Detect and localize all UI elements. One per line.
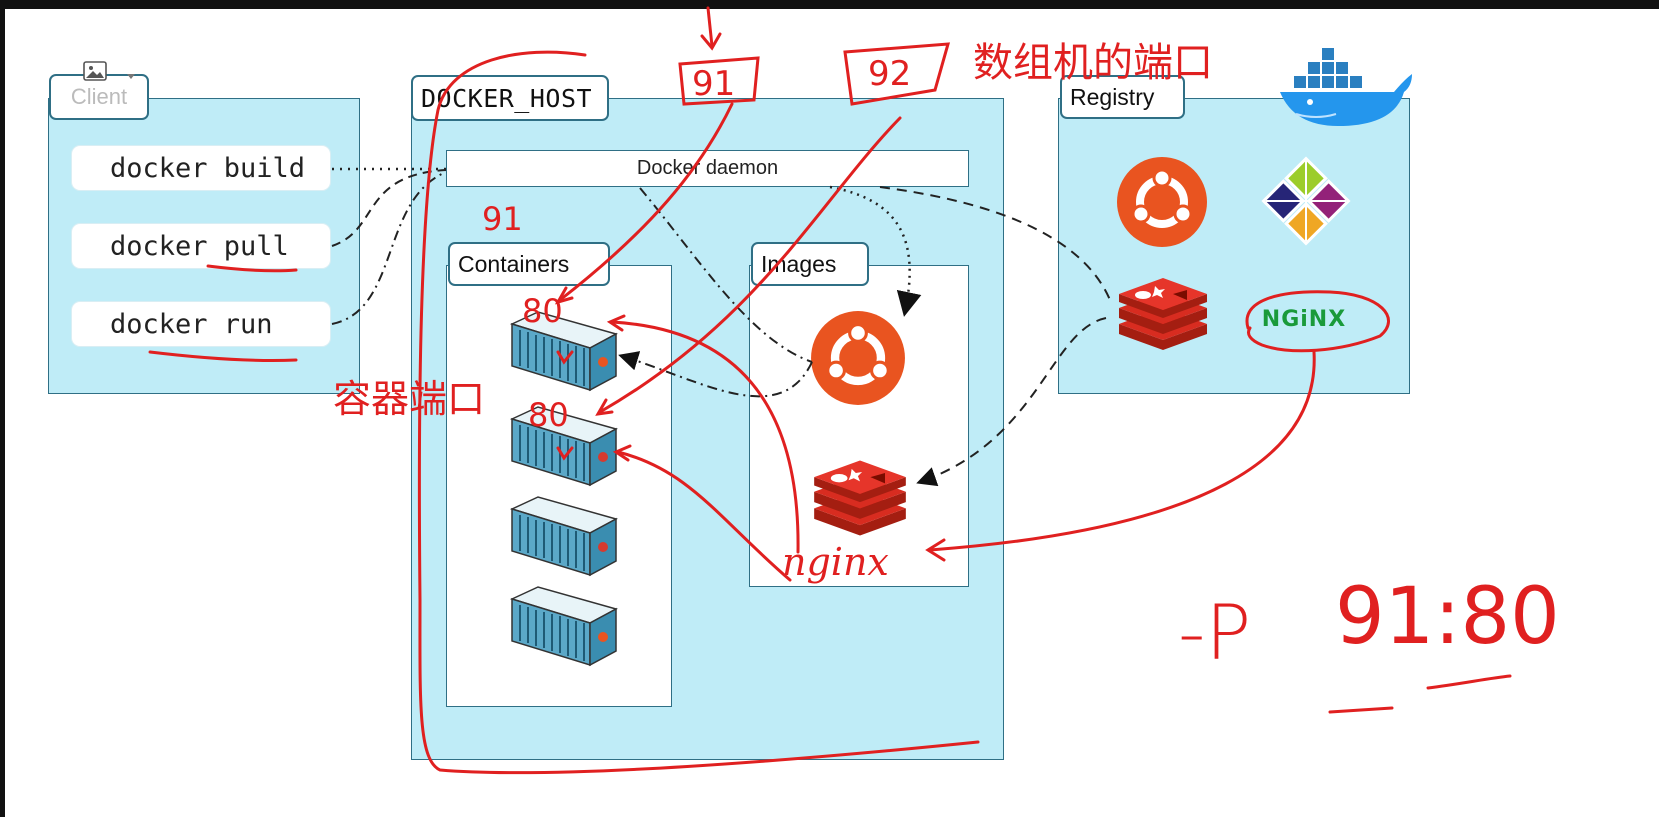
nginx-scrawl: nginx	[782, 540, 889, 584]
top-bar	[0, 0, 1659, 9]
images-tab: Images	[751, 242, 869, 286]
container-port-80-a: 80	[522, 292, 563, 330]
ubuntu-logo-icon	[1116, 156, 1208, 253]
docker-whale-icon	[1276, 40, 1416, 130]
redis-logo-icon	[1115, 278, 1211, 355]
docker-run-command: docker run	[72, 302, 330, 346]
ubuntu-image-icon	[810, 310, 906, 411]
image-icon[interactable]	[83, 60, 107, 82]
container-port-caption: 容器端口	[333, 379, 486, 421]
nginx-logo-icon: NGiNX	[1261, 306, 1347, 332]
client-tab: Client	[49, 74, 149, 120]
centos-logo-icon	[1260, 155, 1352, 252]
container-icon	[508, 495, 618, 582]
registry-panel	[1058, 98, 1410, 394]
registry-tab: Registry	[1060, 75, 1185, 119]
containers-tab: Containers	[448, 242, 610, 286]
left-edge	[0, 0, 5, 817]
docker-build-command: docker build	[72, 146, 330, 190]
chevron-down-icon[interactable]	[126, 68, 136, 79]
redis-image-icon	[810, 460, 910, 541]
docker-daemon-bar: Docker daemon	[446, 150, 969, 187]
host-port-92-label: 92	[868, 54, 912, 94]
containers-91-tag: 91	[482, 200, 523, 238]
client-tab-label: Client	[70, 84, 128, 109]
host-port-caption: 数组机的端口	[973, 41, 1213, 85]
docker-host-tab: DOCKER_HOST	[411, 75, 609, 121]
docker-pull-command: docker pull	[72, 224, 330, 268]
container-port-80-b: 80	[528, 396, 569, 434]
port-mapping-label: 91:80	[1335, 572, 1560, 662]
host-port-91-label: 91	[692, 64, 736, 104]
container-icon	[508, 585, 618, 672]
command-flag-label: -P	[1178, 588, 1252, 677]
